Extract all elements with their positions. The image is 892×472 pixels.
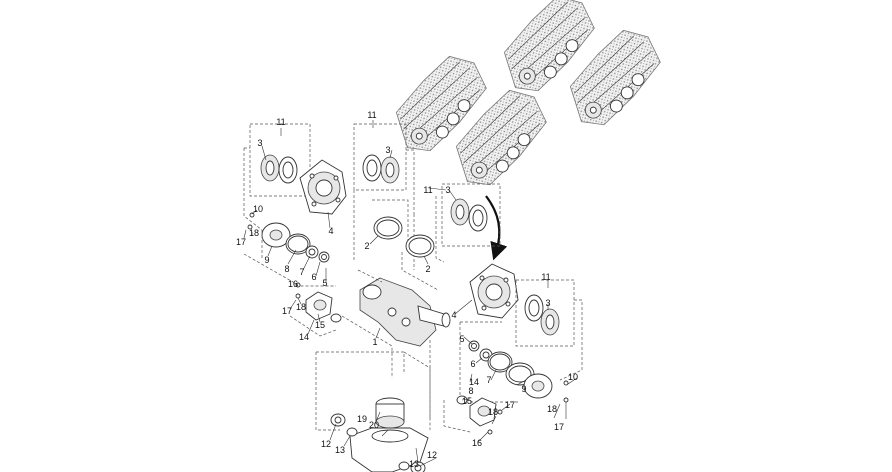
knuckle-bottom	[315, 351, 431, 472]
callout-label: 14	[469, 377, 479, 387]
callout-label: 18	[249, 228, 259, 238]
callout-label: 4	[451, 310, 456, 320]
callout-label: 12	[427, 450, 437, 460]
callout-label: 2	[425, 264, 430, 274]
callout-label: 17	[236, 237, 246, 247]
callout-label: 10	[568, 372, 578, 382]
callout-label: 1	[372, 337, 377, 347]
callout-label: 3	[385, 145, 390, 155]
callout-label: 3	[545, 298, 550, 308]
callout-label: 15	[315, 320, 325, 330]
callout-label: 6	[311, 272, 316, 282]
callout-label: 6	[470, 359, 475, 369]
callout-label: 18	[547, 404, 557, 414]
sensor-assembly-left	[289, 282, 342, 337]
races-center	[353, 199, 439, 291]
hub-left	[299, 159, 347, 215]
callout-label: 9	[521, 384, 526, 394]
callout-label: 20	[369, 420, 379, 430]
callout-label: 15	[462, 396, 472, 406]
cover-and-seals-left	[243, 212, 336, 287]
callout-label: 5	[459, 334, 464, 344]
assembly-arrow	[485, 195, 508, 261]
callout-label: 8	[468, 386, 473, 396]
hub-right	[469, 263, 519, 319]
callout-label: 8	[284, 264, 289, 274]
track-unit-top-right	[569, 29, 661, 126]
callout-label: 4	[328, 226, 333, 236]
callout-label: 16	[288, 279, 298, 289]
callout-label: 5	[322, 278, 327, 288]
kit-box-right-upper	[435, 183, 501, 263]
callout-label: 2	[364, 241, 369, 251]
axle-housing	[341, 269, 451, 420]
kit-box-left	[243, 123, 311, 231]
seals-right	[459, 321, 569, 403]
callout-label: 11	[367, 110, 376, 120]
kit-box-right-lower	[515, 279, 583, 381]
callout-label: 18	[488, 407, 498, 417]
callout-label: 3	[257, 138, 262, 148]
callout-label: 10	[253, 204, 263, 214]
leader-lines	[243, 120, 578, 467]
callout-label: 18	[296, 302, 306, 312]
callout-label: 13	[335, 445, 345, 455]
track-unit-top-center	[503, 0, 595, 92]
callout-label: 14	[299, 332, 309, 342]
callout-label: 13	[409, 459, 419, 469]
callout-label: 7	[299, 267, 304, 277]
callout-label: 11	[276, 117, 285, 127]
callout-label: 17	[554, 422, 564, 432]
track-unit-middle-left	[395, 55, 487, 152]
callout-label: 17	[282, 306, 292, 316]
kit-box-center	[353, 123, 415, 270]
callout-label: 9	[264, 255, 269, 265]
track-unit-middle-right	[455, 89, 547, 186]
callout-label: 17	[505, 400, 515, 410]
callout-label: 11	[541, 272, 550, 282]
callout-label: 11	[423, 185, 432, 195]
callout-label: 16	[472, 438, 482, 448]
callout-label: 12	[321, 439, 331, 449]
callout-label: 19	[357, 414, 367, 424]
callout-label: 7	[486, 375, 491, 385]
callout-label: 3	[445, 185, 450, 195]
